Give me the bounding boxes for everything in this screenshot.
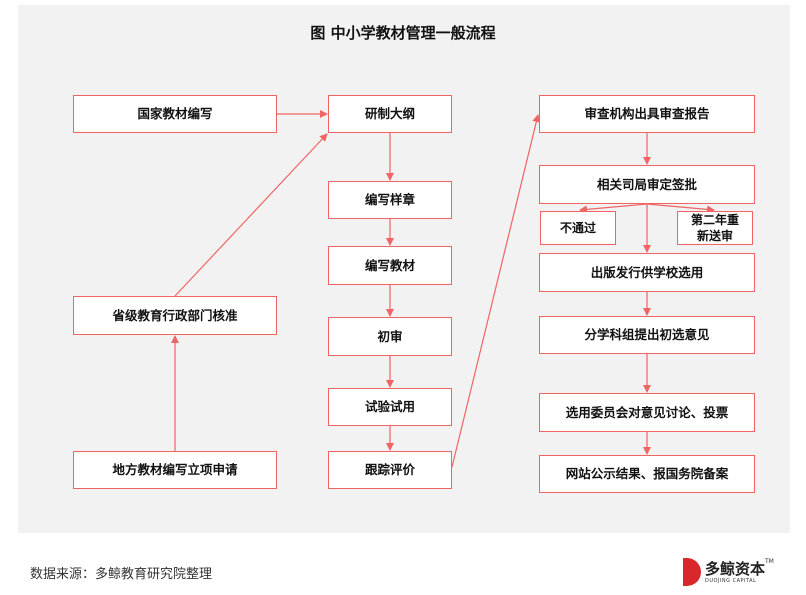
node-committee: 选用委员会对意见讨论、投票 bbox=[539, 393, 755, 432]
logo-trademark: TM bbox=[765, 558, 774, 565]
logo-subtitle: DUOJING CAPITAL bbox=[705, 577, 757, 584]
node-approval: 相关司局审定签批 bbox=[539, 165, 755, 204]
node-first-review: 初审 bbox=[328, 317, 452, 356]
node-provincial: 省级教育行政部门核准 bbox=[73, 296, 277, 335]
logo-name: 多鲸资本 bbox=[705, 559, 766, 578]
node-review-report: 审查机构出具审查报告 bbox=[539, 95, 755, 133]
diagram-title: 图 中小学教材管理一般流程 bbox=[310, 24, 496, 42]
company-logo: 多鲸资本 DUOJING CAPITAL TM bbox=[683, 558, 774, 586]
node-textbook: 编写教材 bbox=[328, 246, 452, 285]
data-source: 数据来源：多鲸教育研究院整理 bbox=[30, 567, 213, 582]
node-resubmit: 第二年重新送审 bbox=[677, 211, 753, 245]
node-publicize: 网站公示结果、报国务院备案 bbox=[539, 455, 755, 493]
arrow bbox=[451, 114, 541, 468]
node-sample: 编写样章 bbox=[328, 181, 452, 219]
arrow bbox=[174, 133, 328, 297]
logo-mark-icon bbox=[683, 558, 701, 586]
node-trial: 试验试用 bbox=[328, 388, 452, 426]
node-outline: 研制大纲 bbox=[328, 95, 452, 133]
node-tracking: 跟踪评价 bbox=[328, 451, 452, 489]
node-publish: 出版发行供学校选用 bbox=[539, 253, 755, 292]
node-national: 国家教材编写 bbox=[73, 95, 277, 133]
arrow bbox=[579, 203, 648, 214]
node-rejected: 不通过 bbox=[540, 211, 616, 245]
node-subject-group: 分学科组提出初选意见 bbox=[539, 316, 755, 354]
arrow bbox=[646, 203, 715, 214]
node-local: 地方教材编写立项申请 bbox=[73, 451, 277, 489]
